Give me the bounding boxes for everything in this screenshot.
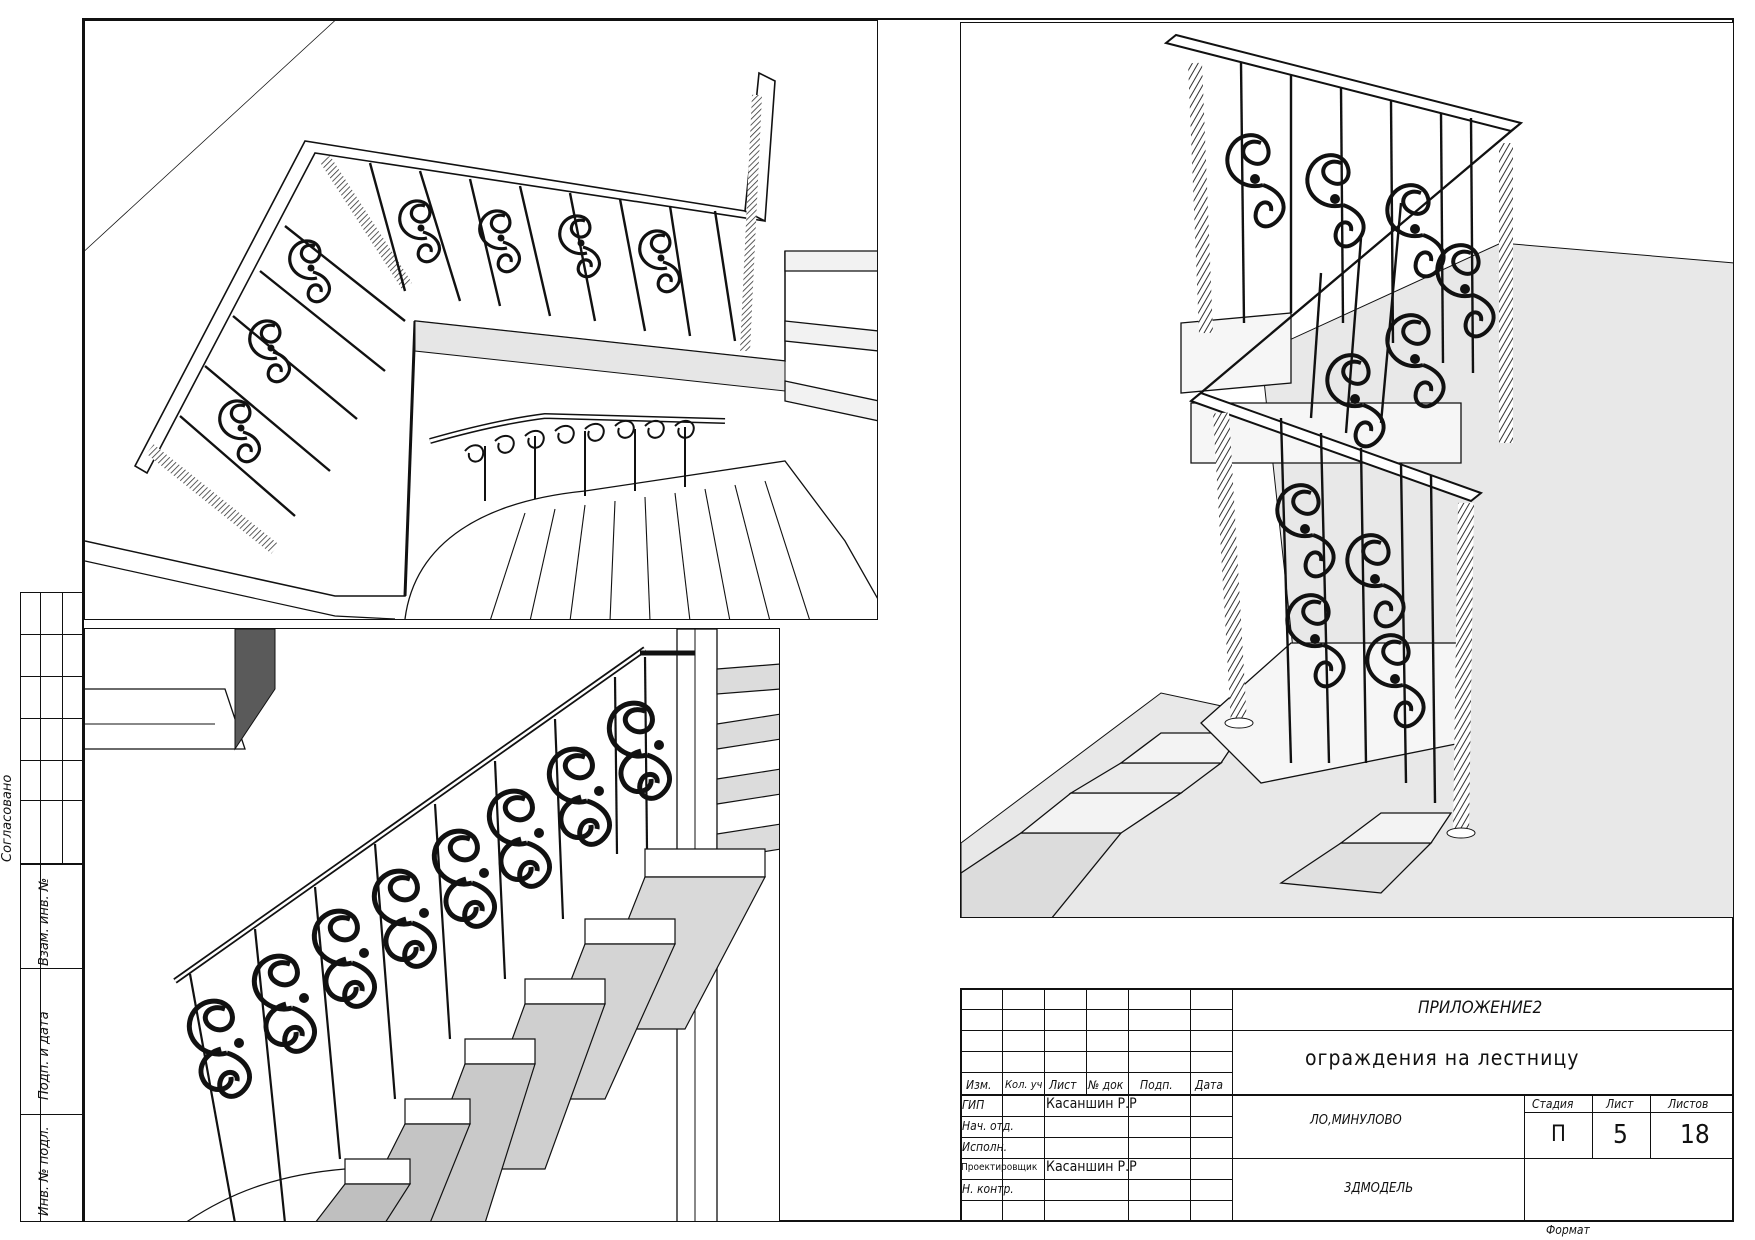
agreed-grid <box>20 592 84 864</box>
inventory-stamp <box>20 864 84 1222</box>
stage-label: Стадия <box>1532 1097 1574 1111</box>
header-list: Лист <box>1049 1078 1077 1092</box>
replaced-inv-label: Взам. инв. № <box>37 877 52 966</box>
view-stair-side <box>84 628 780 1222</box>
format-label: Формат <box>1546 1223 1590 1237</box>
sheet-label: Лист <box>1606 1097 1634 1111</box>
header-izm: Изм. <box>966 1078 992 1092</box>
header-sign: Подп. <box>1140 1078 1173 1092</box>
role-designer: Проектировщик <box>961 1162 1038 1173</box>
name-gip: Касаншин Р.Р <box>1046 1096 1137 1112</box>
agreed-label: Согласовано <box>0 774 15 862</box>
view-corner-railing <box>960 22 1734 918</box>
header-date: Дата <box>1195 1078 1223 1092</box>
sheet-title: 3ДМОДЕЛЬ <box>1344 1181 1414 1196</box>
header-kol-uch: Кол. уч <box>1005 1078 1043 1091</box>
title-block-frame <box>960 988 1734 1222</box>
role-gip: ГИП <box>962 1098 985 1112</box>
appendix-title: ПРИЛОЖЕНИЕ2 <box>1418 998 1543 1018</box>
sheets-label: Листов <box>1668 1097 1709 1111</box>
corner-railing-render <box>961 33 1733 917</box>
role-head-dept: Нач. отд. <box>962 1119 1014 1133</box>
stair-railing-render <box>85 629 779 1221</box>
header-doc-no: № док <box>1088 1078 1124 1092</box>
name-designer: Касаншин Р.Р <box>1046 1159 1137 1175</box>
sheets-value: 18 <box>1680 1120 1710 1150</box>
role-norm-control: Н. контр. <box>962 1182 1014 1196</box>
landing-railing-render <box>85 21 877 619</box>
stage-value: П <box>1551 1122 1566 1147</box>
inv-orig-label: Инв. № подл. <box>37 1126 52 1216</box>
sign-date-label: Подп. и дата <box>37 1011 52 1100</box>
role-executor: Исполн. <box>962 1140 1008 1154</box>
sheet-value: 5 <box>1613 1120 1628 1150</box>
drawing-title: ограждения на лестницу <box>1305 1046 1580 1070</box>
view-landing-top <box>84 20 878 620</box>
location: ЛО,МИНУЛОВО <box>1310 1113 1402 1128</box>
